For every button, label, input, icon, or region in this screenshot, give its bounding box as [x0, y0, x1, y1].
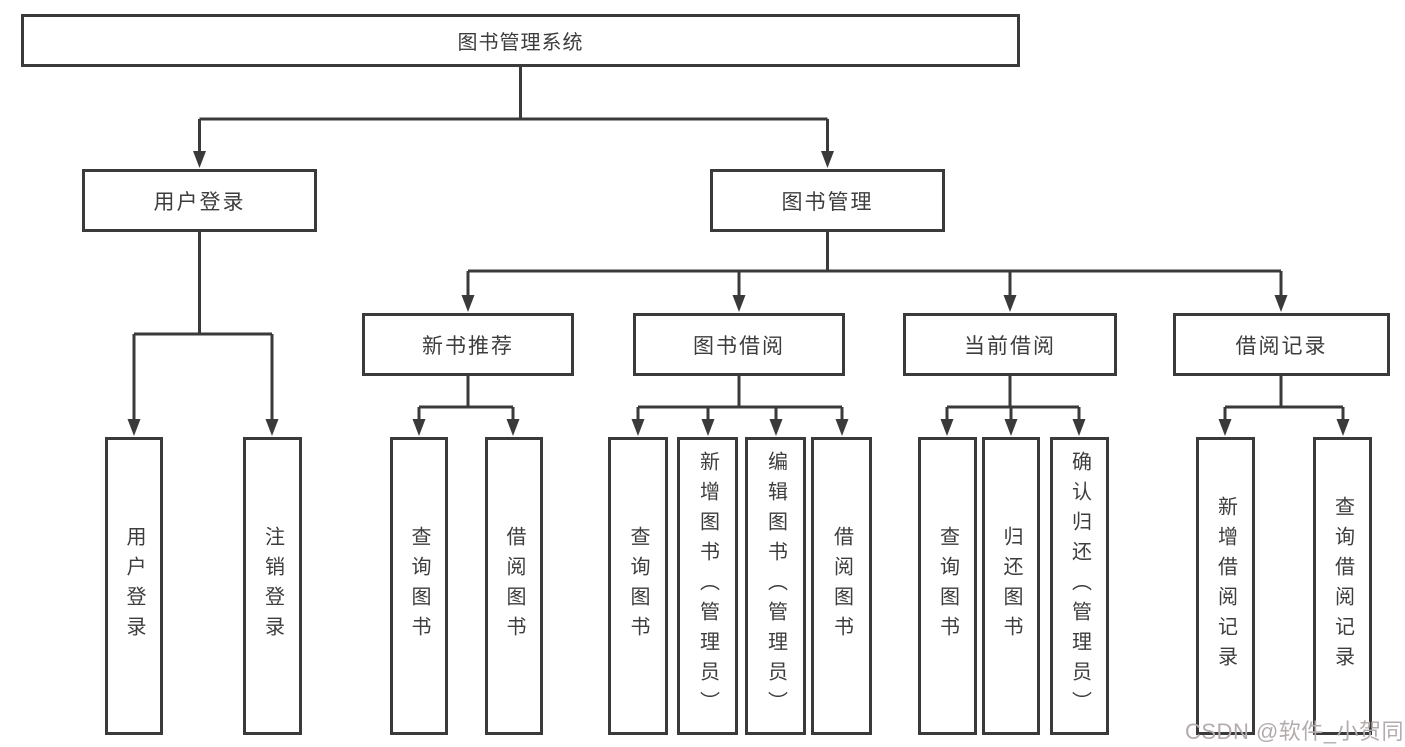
node-label: 确认归还（管理员）: [1068, 451, 1091, 721]
connector-user-login-children: [127, 232, 279, 436]
node-current-borrow: 当前借阅: [903, 313, 1117, 376]
leaf-query-books-current: 查询图书: [918, 437, 977, 735]
node-root: 图书管理系统: [21, 14, 1020, 67]
node-book-management: 图书管理: [710, 169, 945, 232]
leaf-query-books-recommend: 查询图书: [390, 437, 448, 735]
node-label: 借阅图书: [503, 526, 525, 646]
node-label: 借阅记录: [1235, 334, 1328, 358]
connector-book-borrow-children: [631, 376, 849, 436]
node-label: 查询图书: [936, 526, 959, 646]
node-label: 查询借阅记录: [1331, 496, 1354, 676]
node-label: 注销登录: [261, 526, 284, 646]
leaf-query-books-borrow: 查询图书: [608, 437, 668, 735]
connector-current-borrow-children: [940, 376, 1086, 436]
node-label: 图书借阅: [693, 334, 785, 358]
leaf-return-book: 归还图书: [982, 437, 1040, 735]
leaf-confirm-return-admin: 确认归还（管理员）: [1050, 437, 1109, 735]
node-label: 新增图书（管理员）: [696, 451, 719, 721]
connector-borrow-records-children: [1218, 376, 1350, 436]
node-label: 图书管理系统: [457, 32, 584, 54]
node-label: 新增借阅记录: [1214, 496, 1237, 676]
leaf-logout: 注销登录: [243, 437, 302, 735]
node-label: 用户登录: [123, 526, 145, 646]
node-user-login: 用户登录: [82, 169, 317, 232]
node-label: 编辑图书（管理员）: [764, 451, 787, 721]
leaf-query-borrow-record: 查询借阅记录: [1313, 437, 1372, 735]
node-label: 图书管理: [781, 190, 874, 214]
leaf-borrow-books-recommend: 借阅图书: [485, 437, 543, 735]
node-label: 新书推荐: [422, 334, 514, 358]
node-label: 当前借阅: [964, 334, 1056, 358]
connector-root-to-level2: [193, 67, 834, 168]
node-label: 查询图书: [627, 526, 649, 646]
node-label: 查询图书: [408, 526, 430, 646]
watermark: CSDN @软件_小贺同学: [1185, 719, 1405, 744]
leaf-add-borrow-record: 新增借阅记录: [1196, 437, 1255, 735]
leaf-edit-book-admin: 编辑图书（管理员）: [745, 437, 806, 735]
node-borrow-records: 借阅记录: [1173, 313, 1390, 376]
node-new-book-recommend: 新书推荐: [362, 313, 574, 376]
connector-book-management-children: [461, 232, 1288, 312]
node-book-borrow: 图书借阅: [633, 313, 845, 376]
connector-new-book-children: [412, 376, 520, 436]
node-label: 借阅图书: [830, 526, 853, 646]
node-label: 用户登录: [153, 190, 246, 214]
leaf-borrow-books: 借阅图书: [811, 437, 872, 735]
leaf-add-book-admin: 新增图书（管理员）: [677, 437, 738, 735]
leaf-user-login: 用户登录: [105, 437, 163, 735]
node-label: 归还图书: [1000, 526, 1022, 646]
